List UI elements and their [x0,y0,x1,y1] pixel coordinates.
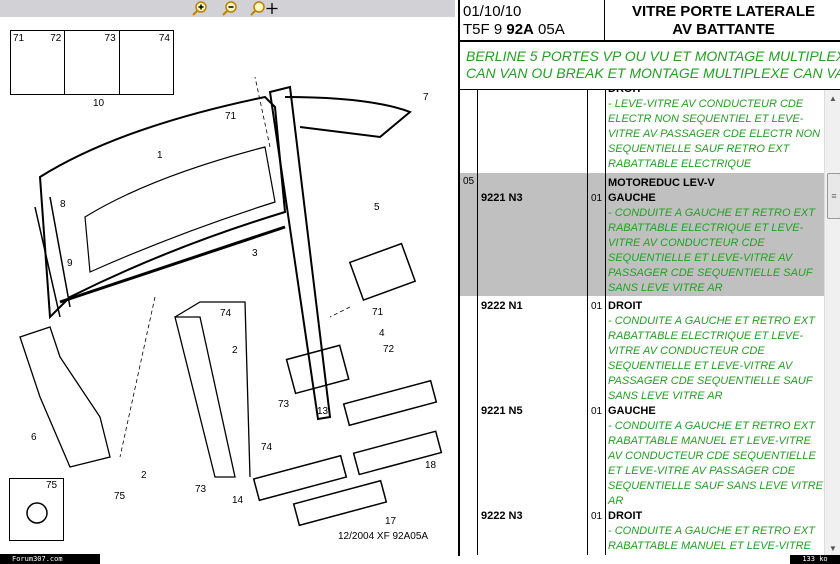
row-title: DROIT [608,300,643,312]
row-title: MOTOREDUC LEV-V [608,177,715,189]
row-description: - CONDUITE A GAUCHE ET RETRO EXT RABATTA… [608,525,815,552]
table-body: DROIT- LEVE-VITRE AV CONDUCTEUR CDE ELEC… [460,90,824,554]
callout: 74 [220,308,232,319]
callout: 71 [225,111,237,122]
quantity: 01 [591,406,603,417]
exploded-view-drawing [19,76,443,527]
quantity: 01 [591,301,603,312]
part-reference: 9222 N1 [481,300,523,312]
file-size: 133 ko [790,555,840,564]
variant-line: CAN VAN OU BREAK ET MONTAGE MULTIPLEXE C… [466,65,840,81]
scrollbar-thumb[interactable]: ≡ [827,173,840,219]
part-number: 75 [46,480,58,491]
ref-suffix: 05A [533,21,565,38]
row-description: - LEVE-VITRE AV CONDUCTEUR CDE ELECTR NO… [608,98,821,170]
ref-prefix: T5F 9 [463,21,507,38]
table-row-selected[interactable]: 05 9221 N3 01 MOTOREDUC LEV-V GAUCHE - CON… [460,173,824,296]
callout: 9 [67,258,73,269]
screw-71-72-cell: 71 72 [11,31,66,94]
callout: 17 [385,516,397,527]
header-meta: 01/10/10 T5F 9 92A 05A [463,3,565,39]
table-row[interactable]: 9222 N1 01 DROIT - CONDUITE A GAUCHE ET R… [460,296,824,404]
row-description: - CONDUITE A GAUCHE ET RETRO EXT RABATTA… [608,315,815,402]
table-row[interactable]: 9221 N5 01 GAUCHE - CONDUITE A GAUCHE ET … [460,404,824,509]
row-title: DROIT [608,510,643,522]
callout: 7 [423,92,429,103]
callout: 4 [379,328,385,339]
callout: 14 [232,495,244,506]
callout: 75 [114,491,126,502]
variant-description: BERLINE 5 PORTES VP OU VU ET MONTAGE MUL… [460,42,840,90]
scroll-down-icon[interactable]: ▼ [829,544,837,553]
callout: 71 [372,307,384,318]
nut-75-box: 75 [9,478,64,541]
parts-table: DROIT- LEVE-VITRE AV CONDUCTEUR CDE ELEC… [460,90,824,555]
callout: 5 [374,202,380,213]
row-index: 05 [463,176,475,187]
header-date: 01/10/10 [463,3,522,20]
callout: 73 [278,399,290,410]
diagram-reference: 12/2004 XF 92A05A [338,531,429,542]
callout: 72 [383,344,395,355]
quantity: 01 [591,193,603,204]
part-reference: 9221 N5 [481,405,523,417]
callout: 10 [93,98,105,109]
part-number: 73 [104,33,116,44]
header-ref: T5F 9 92A 05A [463,21,565,39]
pan-zoom-icon[interactable] [250,1,280,16]
part-reference: 9221 N3 [481,192,523,204]
zoom-in-icon[interactable] [192,1,208,16]
rivet-74-cell: 74 [120,31,173,94]
row-title: DROIT [608,90,824,97]
quantity: 01 [591,511,603,522]
part-number: 74 [158,33,170,44]
callout: 6 [31,432,37,443]
page-title: VITRE PORTE LATERALE AV BATTANTE [604,0,840,42]
zoom-out-icon[interactable] [222,1,238,16]
title-line: AV BATTANTE [672,21,775,38]
forum-watermark: Forum307.com [0,554,100,564]
table-row[interactable]: DROIT- LEVE-VITRE AV CONDUCTEUR CDE ELEC… [460,90,824,173]
row-subtitle: GAUCHE [608,192,656,204]
callout: 3 [252,248,258,259]
scrollbar[interactable]: ▲ ≡ ▼ [824,90,840,555]
callout: 2 [232,345,238,356]
callout: 8 [60,199,66,210]
callout: 73 [195,484,207,495]
part-number: 71 [13,33,25,44]
row-title: GAUCHE [608,405,656,417]
toolbar [0,0,455,17]
fastener-legend: 71 72 73 74 [10,30,174,95]
callout: 18 [425,460,437,471]
title-line: VITRE PORTE LATERALE [631,3,816,20]
ref-bold: 92A [506,21,534,38]
scroll-up-icon[interactable]: ▲ [829,94,837,103]
part-number: 72 [50,33,62,44]
callout: 74 [261,442,273,453]
row-description: - CONDUITE A GAUCHE ET RETRO EXT RABATTA… [608,420,823,507]
row-description: - CONDUITE A GAUCHE ET RETRO EXT RABATTA… [608,207,815,294]
callout: 2 [141,470,147,481]
table-row[interactable]: 9222 N3 01 DROIT - CONDUITE A GAUCHE ET R… [460,509,824,554]
bolt-73-cell: 73 [65,31,120,94]
callout: 1 [157,150,163,161]
column-divider [477,90,478,555]
parts-panel: 01/10/10 T5F 9 92A 05A VITRE PORTE LATER… [458,0,840,556]
column-divider [587,90,588,555]
variant-line: BERLINE 5 PORTES VP OU VU ET MONTAGE MUL… [466,48,840,64]
callout: 13 [317,406,329,417]
part-reference: 9222 N3 [481,510,523,522]
panel-header: 01/10/10 T5F 9 92A 05A VITRE PORTE LATER… [460,0,840,42]
column-divider [605,90,606,555]
